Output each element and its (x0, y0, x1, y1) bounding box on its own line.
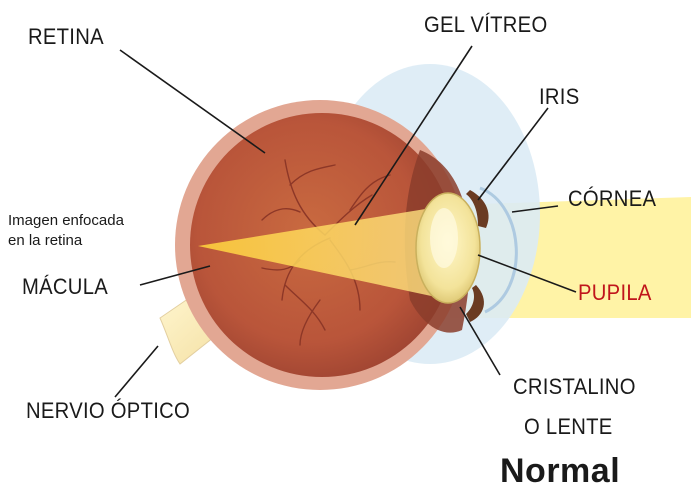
label-cornea: CÓRNEA (568, 186, 656, 212)
label-iris: IRIS (539, 84, 579, 110)
label-nervio-optico: NERVIO ÓPTICO (26, 398, 190, 424)
label-macula: MÁCULA (22, 274, 108, 300)
label-cristalino-line1: CRISTALINO (513, 374, 636, 400)
label-retina: RETINA (28, 24, 104, 50)
leader-retina (120, 50, 265, 153)
label-cristalino-line2: O LENTE (524, 414, 613, 440)
label-pupila: PUPILA (578, 280, 652, 306)
label-imagen-line1: Imagen enfocada (8, 211, 124, 230)
label-gel-vitreo: GEL VÍTREO (424, 12, 547, 38)
diagram-title: Normal (500, 452, 620, 491)
lens-highlight (430, 208, 458, 268)
label-imagen-line2: en la retina (8, 231, 82, 250)
leader-nervio (115, 346, 158, 397)
